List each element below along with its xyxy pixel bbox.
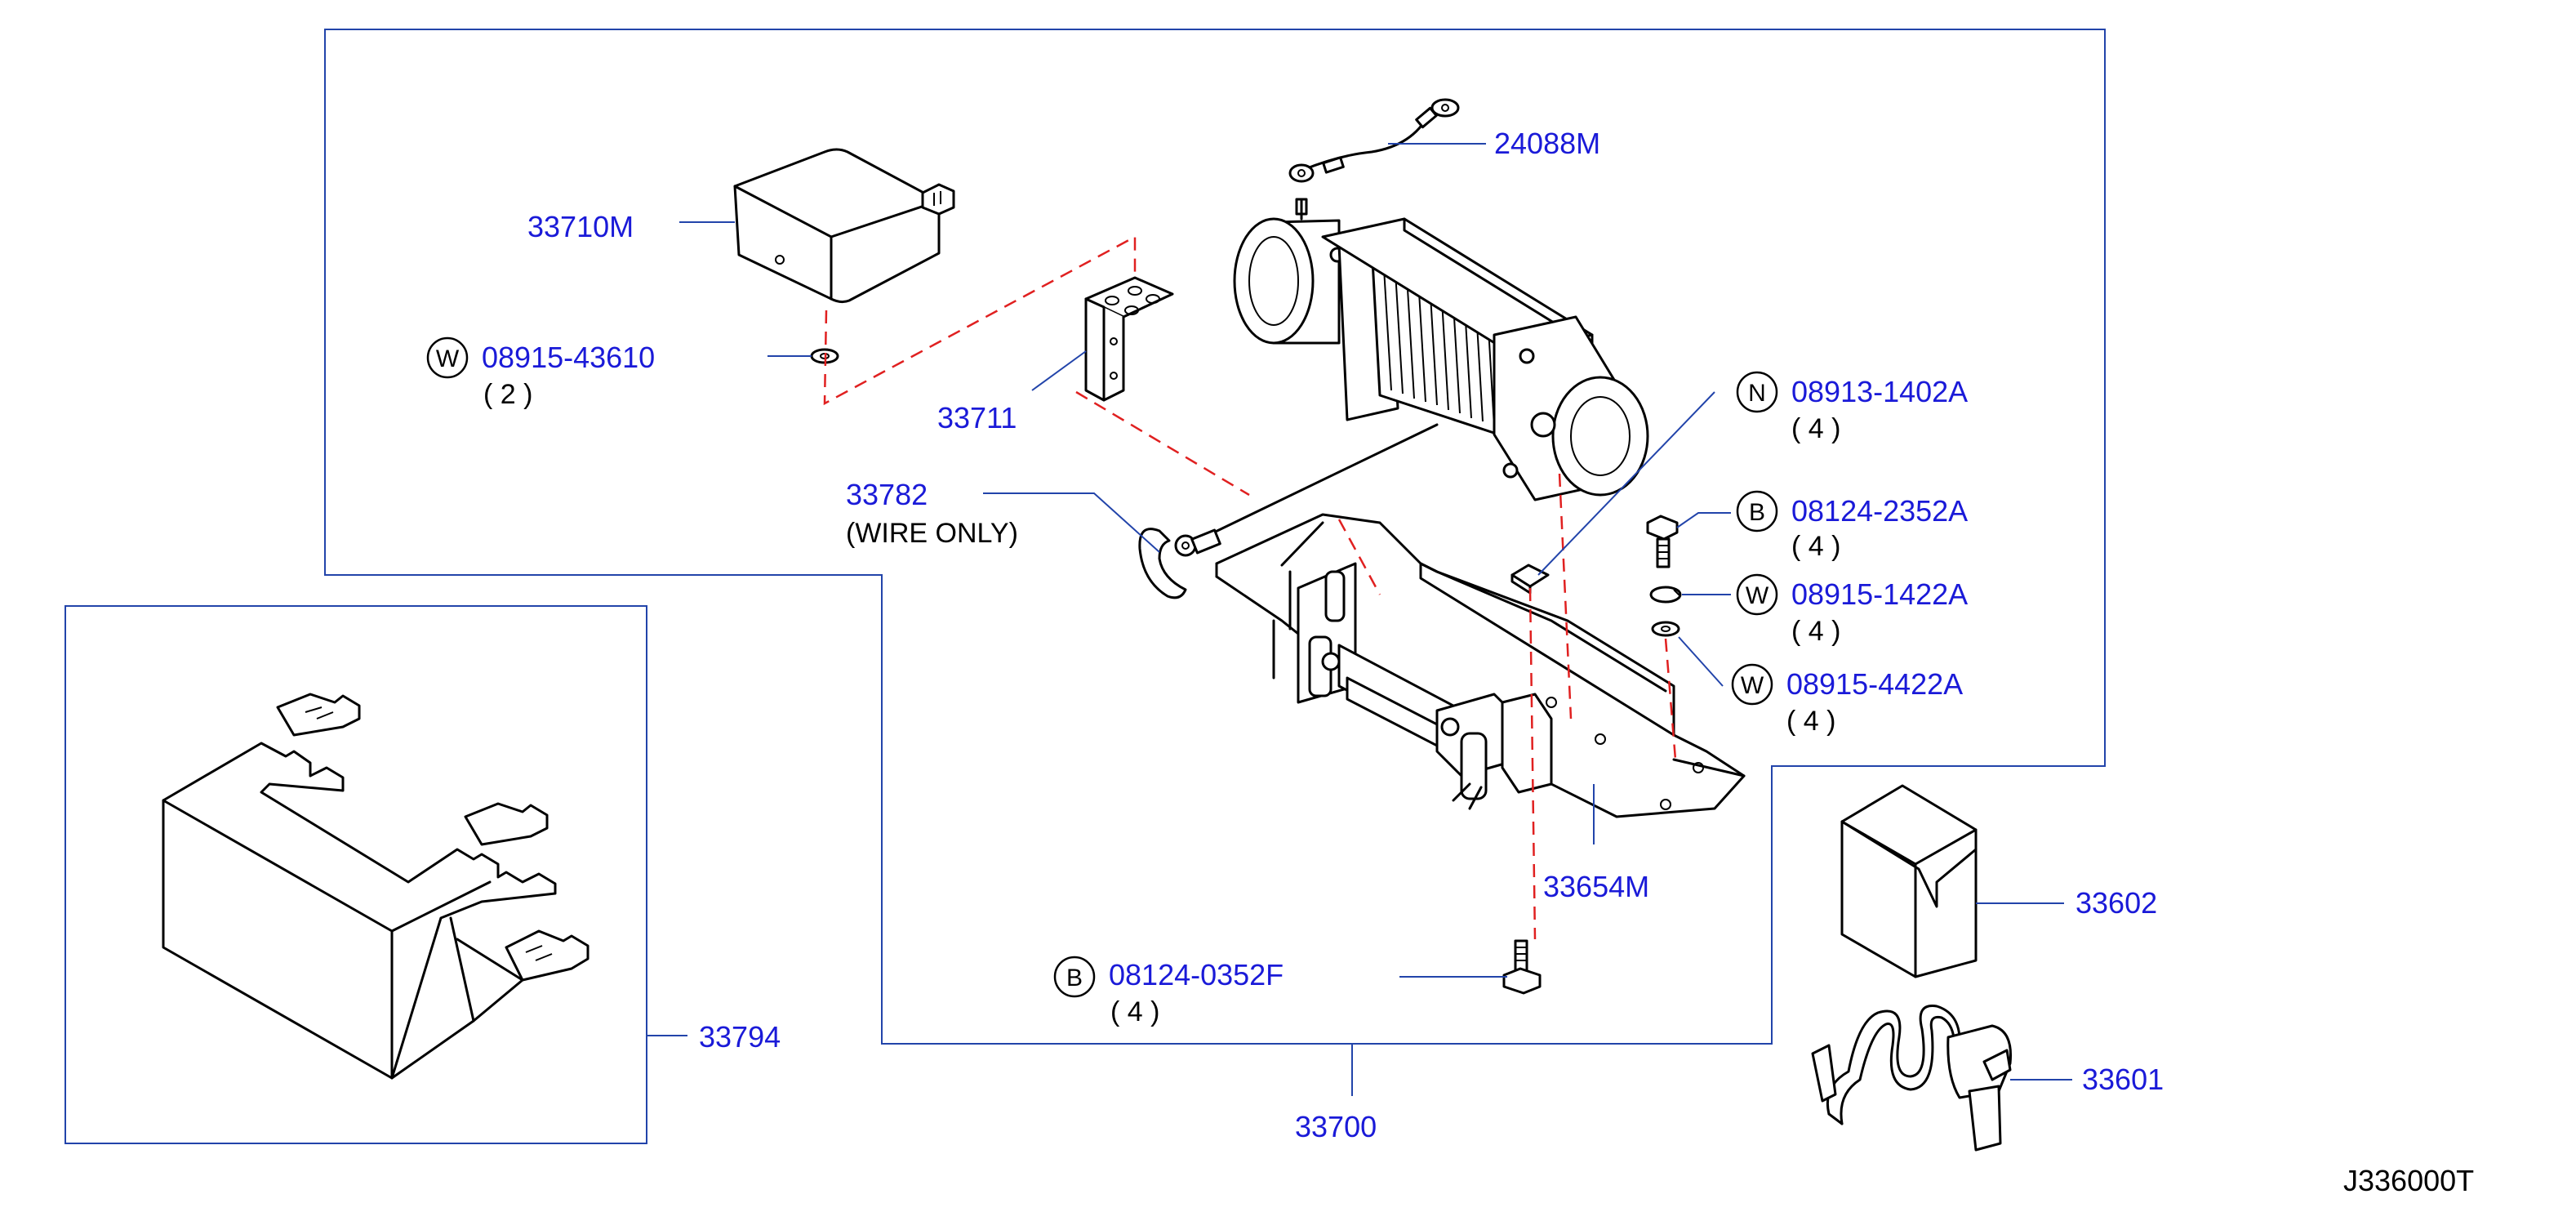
label-33602: 33602	[2075, 886, 2157, 920]
assembly-dash-lines	[823, 234, 1677, 940]
label-33782: 33782	[846, 478, 928, 511]
badge-circle-08915-4422A	[1731, 663, 1773, 706]
bracket-33711-illustration	[1084, 276, 1174, 402]
label-08913-1402A: 08913-1402A	[1791, 375, 1968, 408]
lock-washer-08915-1422A-icon	[1649, 586, 1682, 604]
badge-circle-08124-0352F	[1053, 956, 1096, 998]
label-24088M: 24088M	[1494, 127, 1600, 160]
assembly-frame-33794	[65, 605, 647, 1144]
badge-circle-08124-2352A	[1736, 490, 1778, 532]
remote-33601-illustration	[1811, 1005, 2013, 1152]
qty-08915-1422A: ( 4 )	[1791, 616, 1840, 647]
control-box-illustration	[733, 148, 955, 304]
leader-lines	[647, 143, 2072, 1096]
qty-08124-0352F: ( 4 )	[1110, 996, 1159, 1027]
qty-08124-2352A: ( 4 )	[1791, 531, 1840, 562]
label-08124-0352F: 08124-0352F	[1109, 958, 1284, 991]
badge-08124-2352A: B	[1749, 499, 1765, 526]
badge-08915-1422A: W	[1746, 582, 1769, 609]
cable-24088M-illustration	[1288, 98, 1460, 183]
badge-circle-08913-1402A	[1736, 371, 1778, 413]
qty-08913-1402A: ( 4 )	[1791, 413, 1840, 444]
label-08915-1422A: 08915-1422A	[1791, 577, 1968, 611]
qty-08915-4422A: ( 4 )	[1786, 706, 1835, 737]
label-33711: 33711	[937, 401, 1017, 434]
assembly-frame-33700	[324, 29, 2106, 1045]
qty-08915-43610: ( 2 )	[483, 379, 532, 410]
bolt-08124-2352A-icon	[1646, 515, 1679, 568]
label-33601: 33601	[2082, 1063, 2164, 1096]
label-33654M: 33654M	[1543, 870, 1649, 903]
hook-33782-illustration	[1138, 528, 1221, 599]
badge-08913-1402A: N	[1748, 380, 1766, 407]
label-08915-4422A: 08915-4422A	[1786, 667, 1963, 701]
bolt-08124-0352F-icon	[1502, 939, 1542, 995]
pouch-33602-illustration	[1840, 784, 1978, 978]
label-33710M: 33710M	[527, 210, 634, 243]
label-08124-2352A: 08124-2352A	[1791, 494, 1968, 528]
washer-08915-4422A-icon	[1651, 621, 1680, 637]
note-33782: (WIRE ONLY)	[846, 518, 1018, 549]
drawing-code: J336000T	[2343, 1164, 2474, 1197]
badge-circle-08915-1422A	[1736, 573, 1778, 616]
mounting-plate-33654M-illustration	[1215, 513, 1746, 818]
label-33794: 33794	[699, 1020, 781, 1054]
badge-08915-4422A: W	[1741, 672, 1764, 699]
cover-33794-illustration	[162, 693, 589, 1080]
winch-illustration	[1199, 198, 1649, 541]
label-33700: 33700	[1295, 1110, 1377, 1143]
label-08915-43610: 08915-43610	[482, 341, 655, 374]
badge-08915-43610: W	[436, 345, 460, 372]
badge-circle-08915-43610	[426, 336, 469, 379]
badge-08124-0352F: B	[1066, 965, 1083, 991]
